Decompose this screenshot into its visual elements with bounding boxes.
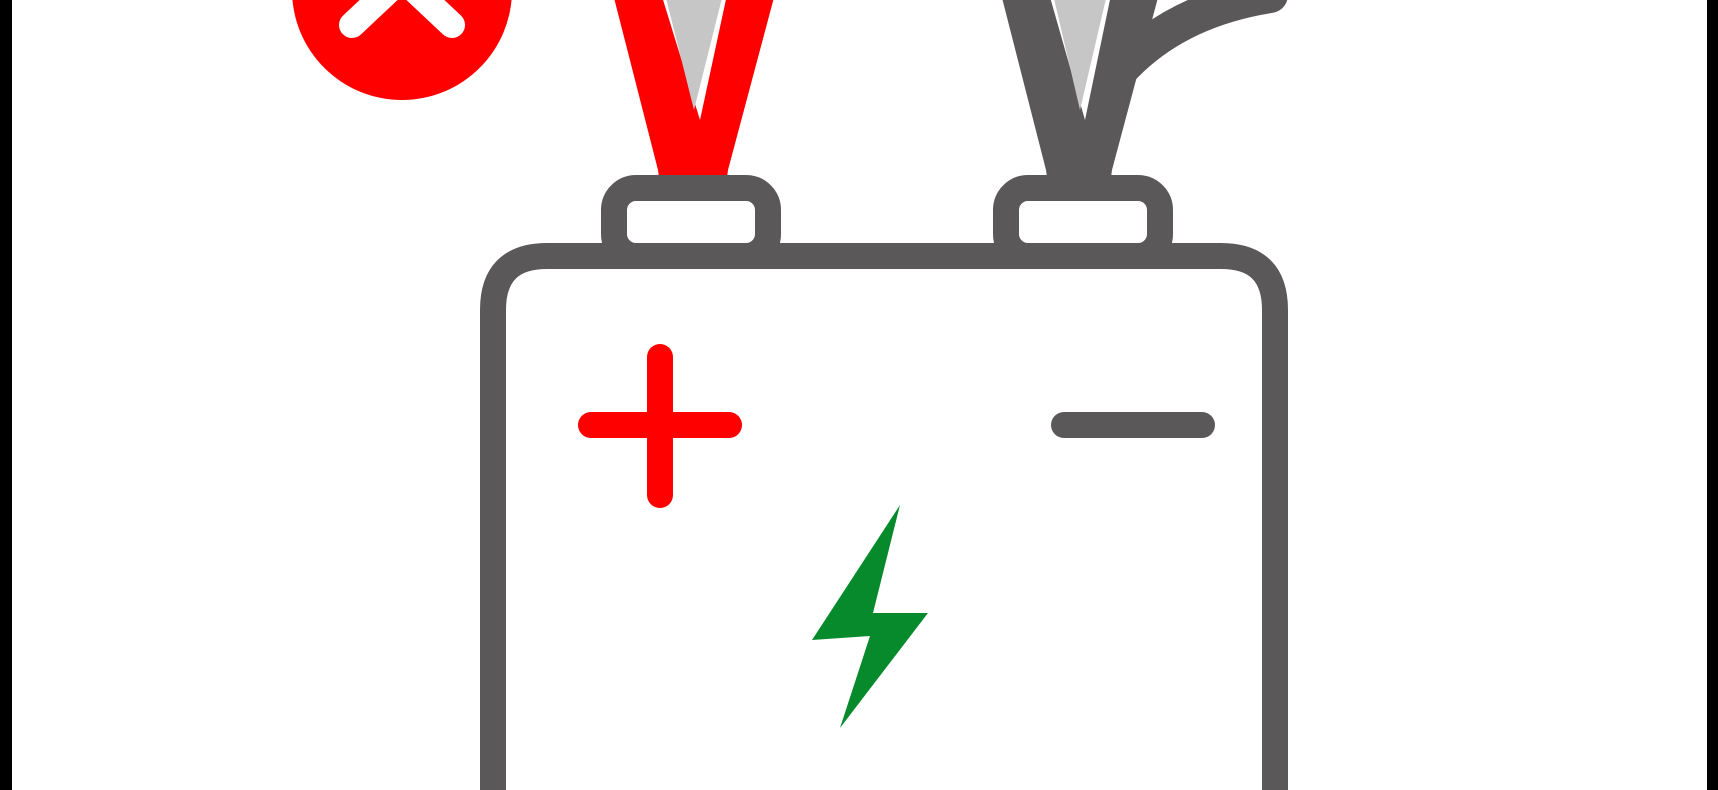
battery-body bbox=[493, 256, 1275, 790]
